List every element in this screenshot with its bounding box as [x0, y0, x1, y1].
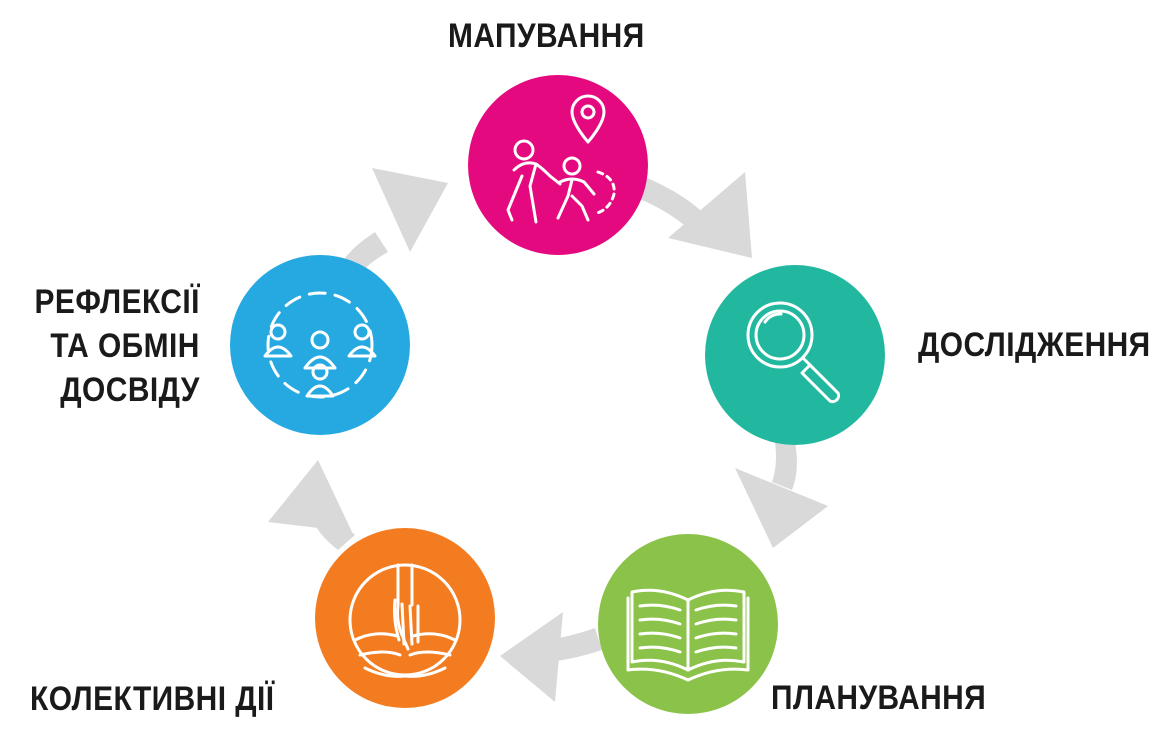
- arrow-research-to-planning: [735, 442, 828, 548]
- arrow-reflection-to-mapping: [345, 168, 448, 272]
- stage-reflection-circle: [230, 255, 410, 435]
- stage-research-circle: [705, 265, 885, 445]
- open-book-icon: [626, 588, 750, 682]
- stage-label-reflection-line-2: ТА ОБМІН: [50, 327, 200, 365]
- arrow-mapping-to-research: [630, 172, 752, 258]
- stage-label-reflection: РЕФЛЕКСІЇ ТА ОБМІН ДОСВІДУ: [15, 280, 200, 412]
- stage-label-research: ДОСЛІДЖЕННЯ: [918, 326, 1151, 364]
- stage-label-collective: КОЛЕКТИВНІ ДІЇ: [30, 680, 275, 718]
- stacked-hands-icon: [348, 563, 462, 678]
- stage-planning-circle: [598, 534, 778, 714]
- stage-collective-circle: [315, 528, 495, 708]
- arrow-planning-to-collective: [500, 612, 602, 702]
- stage-label-mapping: МАПУВАННЯ: [448, 17, 645, 55]
- people-with-location-pin-icon: [506, 94, 616, 224]
- cycle-arrows: [268, 168, 828, 702]
- stage-mapping-circle: [468, 75, 648, 255]
- magnifying-glass-icon: [746, 301, 841, 404]
- stage-label-reflection-line-1: РЕФЛЕКСІЇ: [34, 283, 200, 321]
- stage-label-planning: ПЛАНУВАННЯ: [771, 679, 987, 717]
- group-circle-icon: [263, 291, 377, 399]
- stage-label-reflection-line-3: ДОСВІДУ: [60, 371, 200, 409]
- arrow-collective-to-reflection: [268, 460, 355, 550]
